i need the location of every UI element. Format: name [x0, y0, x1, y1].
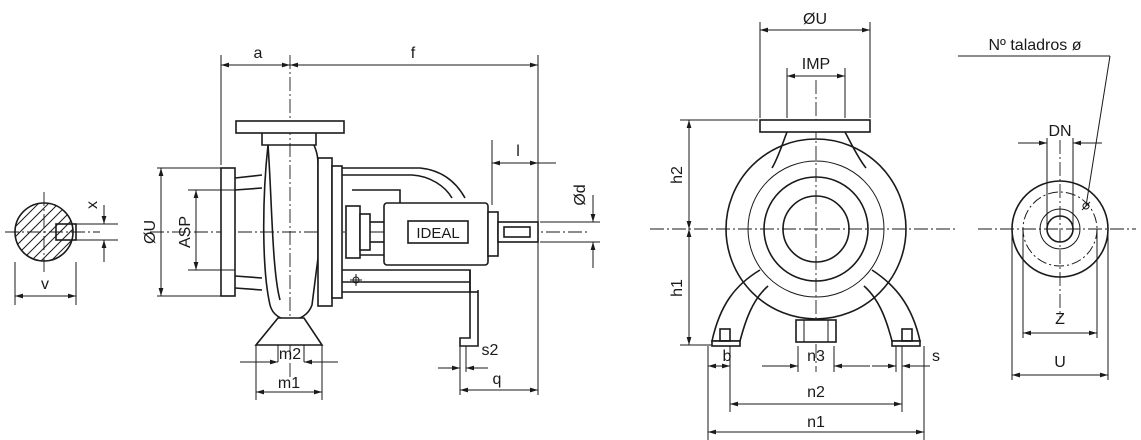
label-s2: s2 — [482, 342, 499, 359]
dim-l: l — [492, 143, 556, 166]
dim-n2: n2 — [730, 384, 902, 407]
dim-v: v — [15, 276, 76, 299]
label-q: q — [493, 371, 502, 388]
label-s: s — [932, 348, 940, 365]
label-dn: DN — [1048, 123, 1071, 140]
pump-front-view — [650, 22, 955, 440]
dim-od: Ød — [572, 184, 596, 268]
label-dia-d: Ød — [572, 184, 589, 205]
label-u: U — [1054, 354, 1066, 371]
label-x: x — [84, 201, 101, 209]
label-imp: IMP — [802, 56, 830, 73]
label-holes: Nº taladros ø — [989, 37, 1082, 54]
suction-flange — [220, 167, 236, 297]
label-b: b — [723, 348, 732, 365]
dim-ou-left: ØU — [142, 168, 164, 296]
label-m2: m2 — [279, 346, 301, 363]
label-z: Z — [1055, 311, 1065, 328]
label-n1: n1 — [807, 414, 825, 431]
dim-h1: h1 — [669, 229, 692, 345]
front-discharge-flange — [759, 119, 871, 133]
discharge-flange — [235, 120, 345, 134]
label-h1: h1 — [669, 279, 686, 297]
flange-view — [958, 55, 1136, 380]
dim-z: Z — [1023, 311, 1097, 336]
label-a: a — [254, 45, 263, 62]
dim-n3: n3 — [762, 348, 870, 369]
front-center-foot — [795, 319, 837, 343]
dim-dn: DN — [1018, 123, 1102, 146]
dim-imp: IMP — [787, 56, 845, 79]
dim-asp: ASP — [177, 190, 199, 270]
label-m1: m1 — [278, 375, 300, 392]
label-h2: h2 — [669, 166, 686, 184]
dim-m1: m1 — [256, 375, 322, 395]
label-l: l — [516, 143, 520, 160]
dim-q: q — [460, 371, 538, 393]
dim-f: f — [290, 45, 538, 68]
label-dia-u-left: ØU — [142, 220, 159, 244]
dim-m2: m2 — [240, 346, 338, 365]
label-n3: n3 — [807, 348, 825, 365]
pump-side-view: IDEAL — [150, 55, 600, 400]
dim-u: U — [1012, 354, 1108, 378]
dim-ou-front: ØU — [760, 11, 870, 33]
dim-h2: h2 — [669, 120, 692, 229]
label-f: f — [411, 45, 416, 62]
dim-b: b — [708, 348, 732, 369]
dim-s: s — [872, 348, 940, 369]
dim-s2: s2 — [438, 342, 499, 371]
dim-x: x — [84, 201, 107, 262]
label-asp: ASP — [177, 216, 194, 248]
dim-n1: n1 — [708, 414, 924, 435]
brand-plate — [407, 220, 469, 244]
label-v: v — [41, 276, 49, 293]
label-n2: n2 — [807, 384, 825, 401]
label-dia-u-front: ØU — [803, 11, 827, 28]
brand-label: IDEAL — [416, 225, 459, 242]
dim-a: a — [221, 45, 290, 68]
